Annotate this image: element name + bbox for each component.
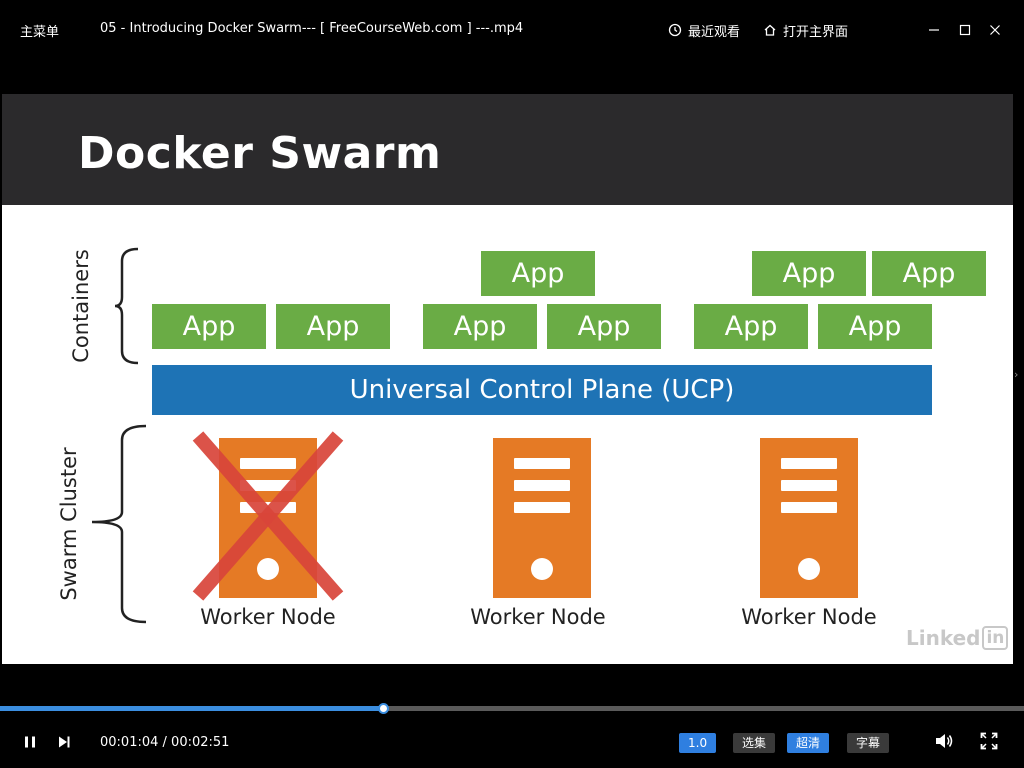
ucp-bar: Universal Control Plane (UCP) [152, 365, 932, 415]
containers-label: Containers [69, 249, 93, 363]
app-container: App [694, 304, 808, 349]
history-icon [668, 23, 682, 37]
close-button[interactable] [983, 19, 1007, 41]
maximize-button[interactable] [953, 19, 977, 41]
slide-frame: Docker Swarm Containers Swarm Cluster Ap… [2, 94, 1013, 664]
title-bar: 主菜单 05 - Introducing Docker Swarm--- [ F… [0, 0, 1024, 60]
watermark-text: Linked [906, 626, 981, 650]
worker-node-label: Worker Node [200, 605, 336, 629]
minimize-icon [928, 21, 940, 40]
linkedin-watermark: Linked in [906, 626, 1009, 650]
server-icon [493, 438, 591, 598]
episodes-button[interactable]: 选集 [733, 733, 776, 753]
seek-fill [0, 706, 384, 711]
pause-button[interactable] [20, 733, 40, 753]
app-container: App [752, 251, 866, 296]
current-time: 00:01:04 [100, 735, 159, 750]
app-container: App [423, 304, 537, 349]
seek-handle[interactable] [378, 703, 389, 714]
containers-brace-icon [114, 247, 139, 365]
volume-button[interactable] [933, 732, 955, 754]
main-menu-button[interactable]: 主菜单 [20, 25, 60, 40]
worker-node-label: Worker Node [470, 605, 606, 629]
watermark-badge: in [982, 626, 1009, 650]
app-container: App [818, 304, 932, 349]
server-icon [760, 438, 858, 598]
seek-bar[interactable] [0, 703, 1024, 714]
seek-track [0, 706, 1024, 711]
swarm-cluster-label: Swarm Cluster [57, 447, 81, 601]
pause-icon [23, 734, 37, 753]
file-title: 05 - Introducing Docker Swarm--- [ FreeC… [100, 21, 524, 36]
app-container: App [276, 304, 390, 349]
time-separator: / [158, 735, 172, 750]
failure-cross-icon [192, 431, 344, 601]
total-time: 00:02:51 [171, 735, 230, 750]
fullscreen-button[interactable] [978, 732, 1000, 754]
app-container: App [481, 251, 595, 296]
open-main-screen-label: 打开主界面 [783, 24, 849, 40]
player-controls: 00:01:04 / 00:02:51 1.0 选集 超清 字幕 [0, 716, 1024, 768]
quality-button[interactable]: 超清 [787, 733, 830, 753]
recently-watched-button[interactable]: 最近观看 [668, 18, 740, 42]
playback-speed-button[interactable]: 1.0 [679, 733, 717, 753]
app-container: App [547, 304, 661, 349]
cluster-brace-icon [91, 424, 147, 624]
app-container: App [152, 304, 266, 349]
open-main-screen-button[interactable]: 打开主界面 [763, 18, 848, 42]
skip-next-icon [57, 734, 71, 753]
fullscreen-icon [980, 732, 998, 754]
slide-title: Docker Swarm [78, 128, 442, 179]
recently-watched-label: 最近观看 [688, 24, 741, 40]
app-container: App [872, 251, 986, 296]
home-icon [763, 23, 777, 37]
maximize-icon [959, 21, 971, 40]
volume-icon [934, 732, 954, 754]
slide-header: Docker Swarm [2, 94, 1013, 205]
close-icon [989, 21, 1001, 40]
side-panel-chevron-icon[interactable]: › [1014, 368, 1019, 381]
next-button[interactable] [54, 733, 74, 753]
subtitles-button[interactable]: 字幕 [847, 733, 890, 753]
worker-node-label: Worker Node [741, 605, 877, 629]
playback-time: 00:01:04 / 00:02:51 [100, 735, 229, 750]
minimize-button[interactable] [922, 19, 946, 41]
